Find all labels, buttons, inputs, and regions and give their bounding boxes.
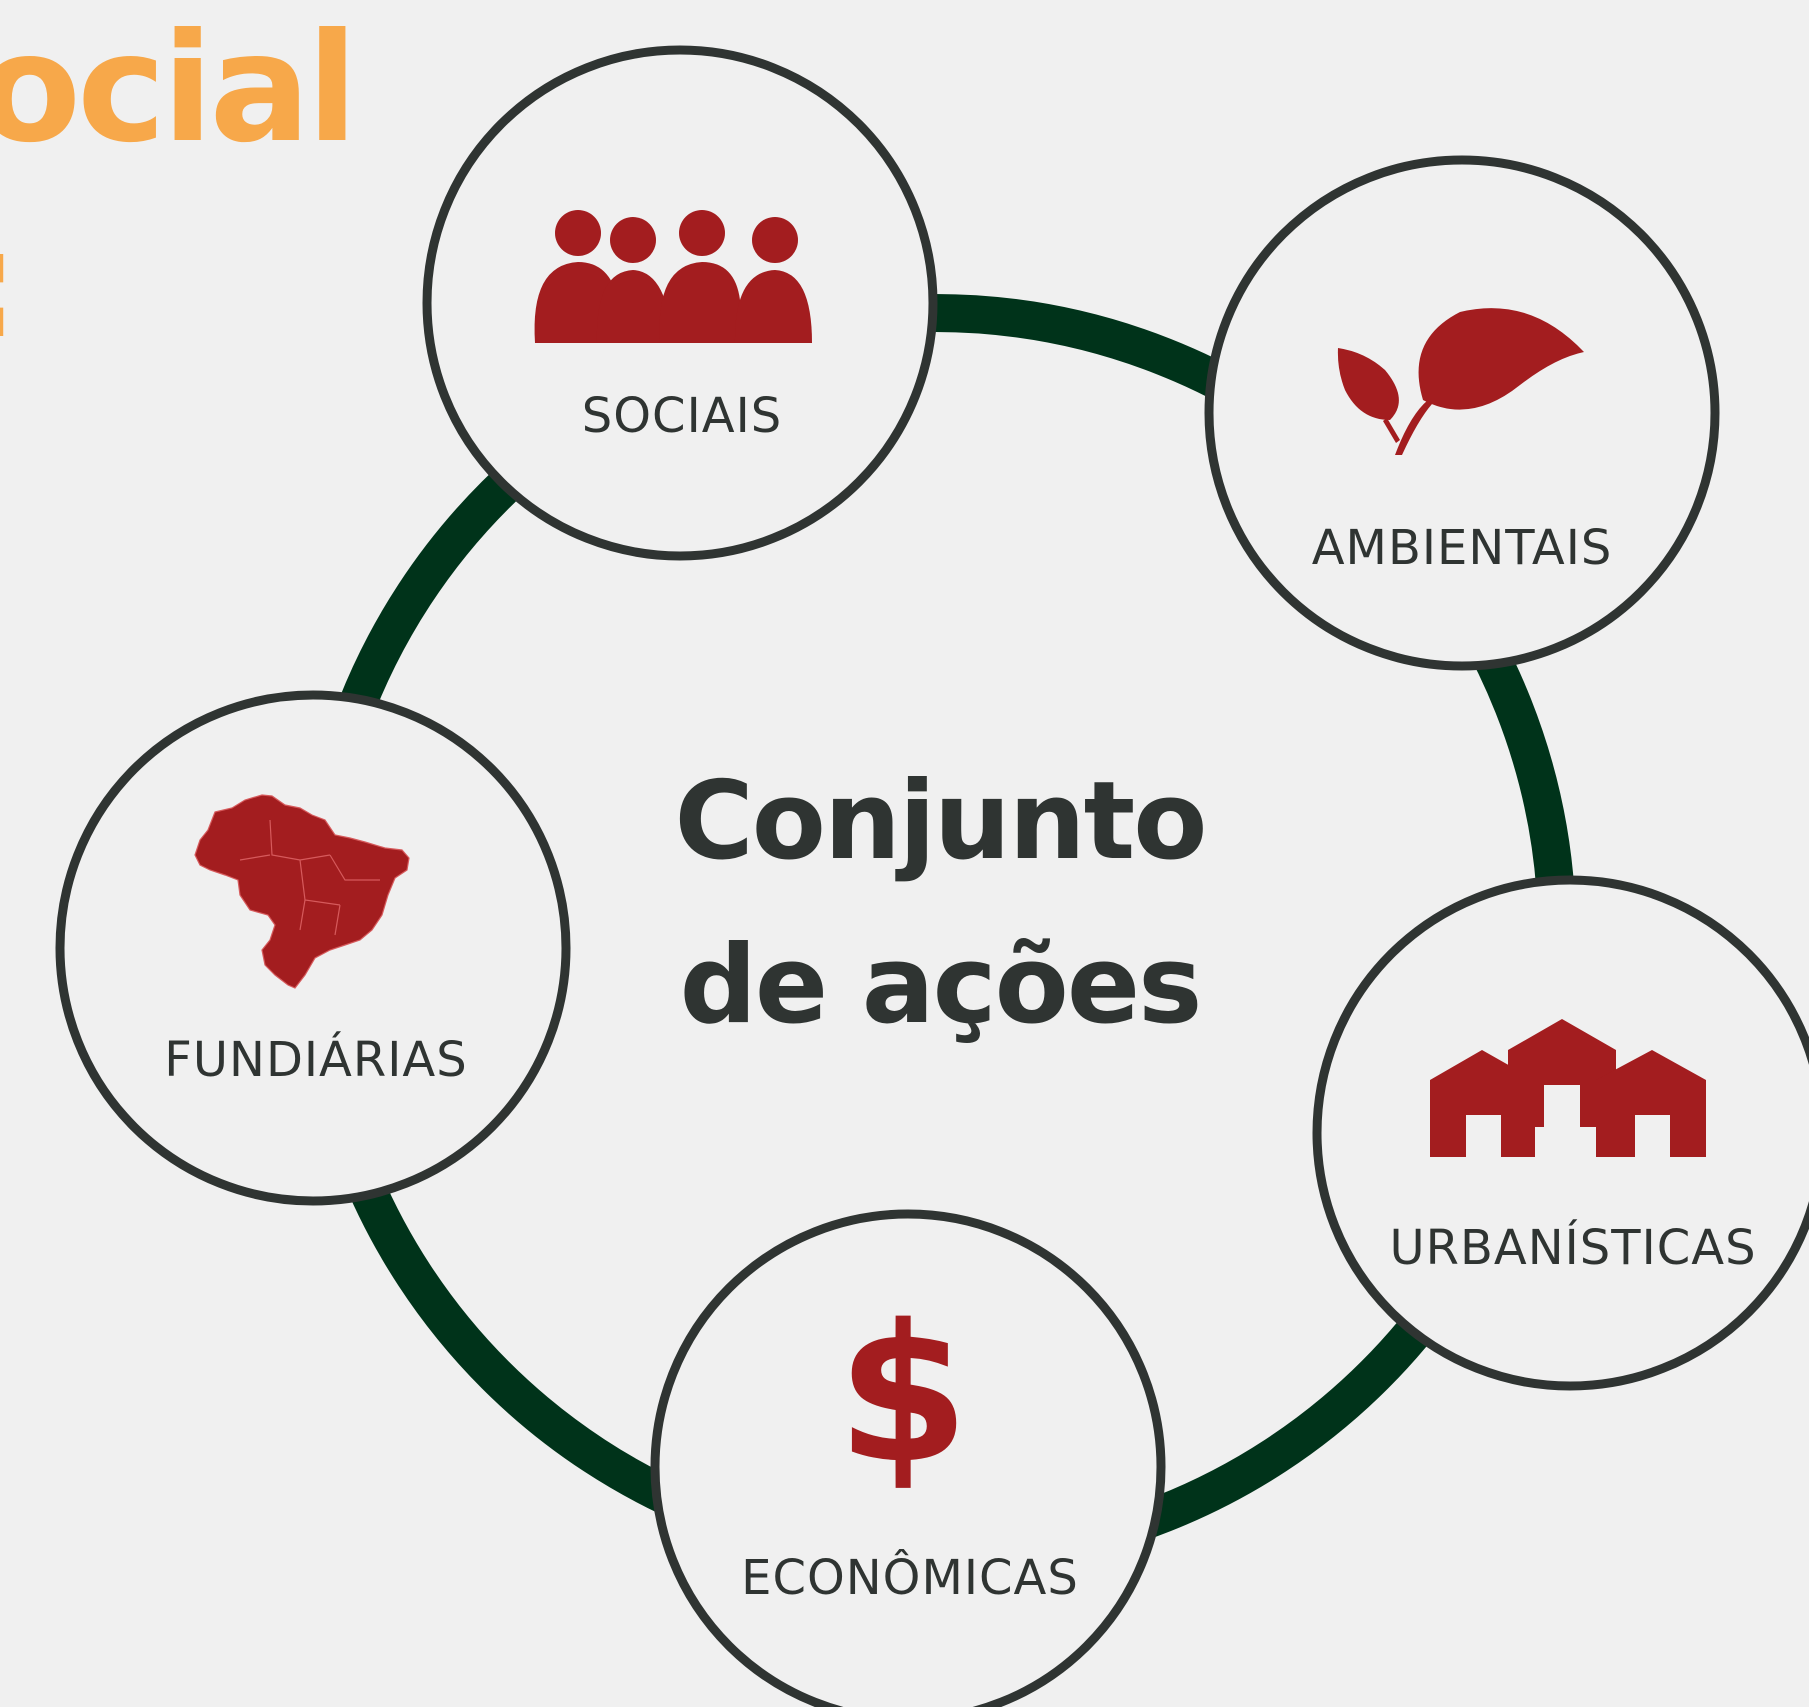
label-fundiarias: FUNDIÁRIAS — [164, 1032, 468, 1088]
node-ambientais — [1204, 155, 1720, 671]
brazil-map-icon — [194, 794, 410, 989]
leaf-icon — [1337, 308, 1584, 455]
node-fundiarias — [55, 690, 571, 1206]
node-economicas: $ — [650, 1209, 1166, 1707]
center-title-line-1: Conjunto — [674, 759, 1208, 884]
label-economicas: ECONÔMICAS — [741, 1550, 1079, 1606]
node-sociais — [422, 45, 938, 561]
dollar-sign-icon: $ — [837, 1284, 969, 1505]
label-urbanisticas: URBANÍSTICAS — [1389, 1220, 1757, 1276]
node-urbanisticas — [1312, 875, 1809, 1391]
heading-fragment-line-1: ocial — [0, 2, 358, 176]
people-group-icon — [534, 210, 812, 343]
label-sociais: SOCIAIS — [581, 388, 783, 444]
houses-icon — [1430, 1019, 1706, 1157]
center-title-line-2: de ações — [679, 923, 1203, 1048]
heading-fragment-line-2: : — [0, 210, 20, 360]
label-ambientais: AMBIENTAIS — [1311, 520, 1613, 576]
center-title: Conjunto de ações — [640, 740, 1240, 1068]
